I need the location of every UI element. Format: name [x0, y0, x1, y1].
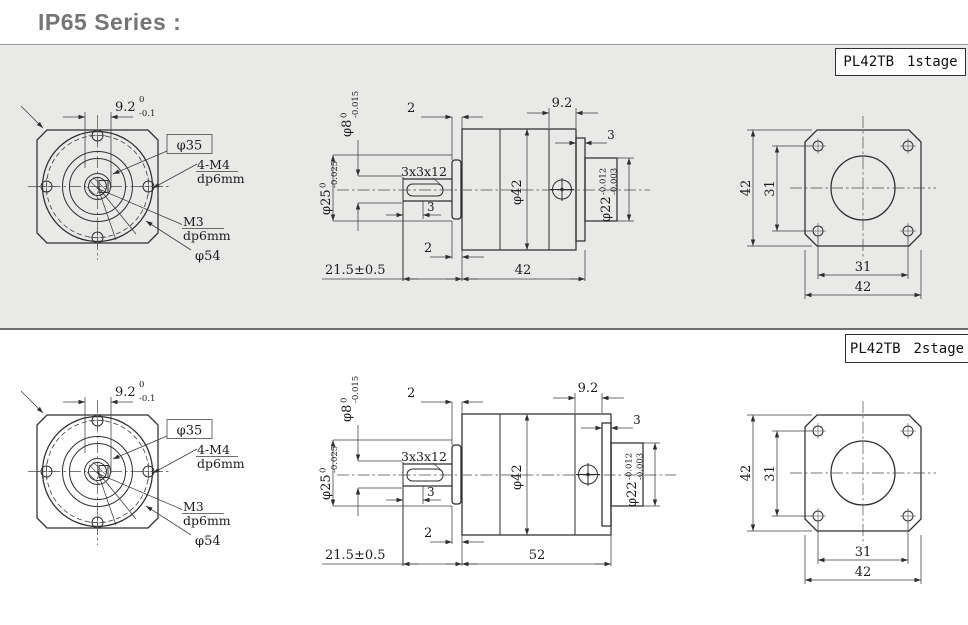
side-view-shaft-geometry — [333, 402, 484, 566]
dim-rear-bolt-horizontal: 31 — [855, 260, 872, 275]
stage1-model: PL42TB — [843, 54, 894, 70]
dim-rear-bolt-vertical: 31 — [763, 465, 778, 482]
dim-flange-offset: 9.2 — [115, 100, 136, 115]
side-view-body — [322, 108, 650, 282]
label-pilot-boxed: φ35 — [177, 139, 203, 154]
dim-flange-offset-sub: -0.1 — [139, 109, 155, 119]
svg-text:-0.003: -0.003 — [610, 168, 620, 195]
dim-shaft-diameter: φ8 0 -0.015 — [340, 91, 362, 137]
dim-front-gap: 2 — [407, 386, 415, 401]
dim-body-diameter: φ42 — [510, 179, 525, 205]
dim-outer-diameter: φ54 — [195, 534, 221, 549]
stage1-label: 1stage — [907, 54, 958, 70]
stage2-tag: PL42TB 2stage — [845, 334, 968, 363]
svg-text:0: 0 — [340, 113, 350, 118]
dim-body-diameter: φ42 — [510, 464, 525, 490]
svg-text:φ8: φ8 — [340, 405, 355, 422]
stage1-tag: PL42TB 1stage — [835, 48, 966, 76]
stage2-panel: PL42TB 2stage — [0, 330, 968, 612]
label-key-spec: 3x3x12 — [401, 449, 447, 464]
rear-view-geometry — [747, 401, 936, 584]
svg-text:φ22: φ22 — [625, 481, 640, 507]
dim-rear-length: 9.2 — [578, 381, 599, 396]
page-title: IP65 Series : — [38, 9, 182, 35]
svg-text:-0.015: -0.015 — [351, 91, 361, 118]
label-bolt-depth: dp6mm — [197, 171, 245, 186]
svg-text:-0.025: -0.025 — [330, 446, 340, 473]
svg-text:0: 0 — [319, 183, 329, 188]
svg-text:φ25: φ25 — [319, 189, 334, 215]
label-bolt-callout: 4-M4 — [197, 157, 230, 172]
label-key-spec: 3x3x12 — [401, 164, 447, 179]
dim-rear-bolt-horizontal: 31 — [855, 545, 872, 560]
dim-flange-offset-sup: 0 — [139, 380, 144, 390]
label-bolt-callout: 4-M4 — [197, 442, 230, 457]
label-bolt-depth: dp6mm — [197, 456, 245, 471]
dim-key: 3 — [427, 485, 435, 499]
dim-flange-offset-sub: -0.1 — [139, 394, 155, 404]
svg-text:-0.003: -0.003 — [636, 453, 646, 480]
stage2-drawing: 9.2 0 -0.1 φ35 4-M4 dp6mm M3 dp6mm φ54 φ… — [0, 376, 968, 612]
side-view-body — [322, 393, 676, 567]
stage1-panel: PL42TB 1stage — [0, 44, 968, 330]
svg-text:0: 0 — [340, 398, 350, 403]
stage2-label: 2stage — [913, 340, 965, 357]
dim-boss-diameter: φ25 0 -0.025 — [319, 161, 341, 215]
dim-pilot-diameter: φ22 -0.012 -0.003 — [625, 453, 646, 507]
dim-body-length: 52 — [529, 548, 546, 563]
dim-shaft-diameter: φ8 0 -0.015 — [340, 376, 362, 422]
dim-rear-length: 9.2 — [552, 96, 573, 111]
stage2-model: PL42TB — [849, 340, 901, 357]
svg-text:φ8: φ8 — [340, 120, 355, 137]
svg-text:φ25: φ25 — [319, 474, 334, 500]
stage1-drawing: 9.2 0 -0.1 φ35 4-M4 dp6mm M3 dp6mm φ54 φ… — [0, 91, 968, 328]
label-tap-callout: M3 — [183, 214, 204, 229]
dim-body-length: 42 — [515, 263, 532, 278]
dim-plate-thickness: 3 — [633, 413, 641, 427]
svg-text:-0.015: -0.015 — [351, 376, 361, 403]
dim-shaft-length: 21.5±0.5 — [325, 263, 386, 278]
svg-text:φ22: φ22 — [599, 196, 614, 222]
dim-pilot-diameter: φ22 -0.012 -0.003 — [599, 168, 620, 222]
svg-text:31: 31 — [763, 180, 778, 197]
svg-text:φ42: φ42 — [510, 179, 525, 205]
side-view-shaft-geometry — [333, 117, 484, 281]
dim-rear-outer-height: 42 — [739, 465, 754, 482]
dim-rear-bolt-vertical: 31 — [763, 180, 778, 197]
svg-text:0: 0 — [319, 468, 329, 473]
dim-boss-diameter: φ25 0 -0.025 — [319, 446, 341, 500]
dim-bottom-gap: 2 — [424, 241, 432, 256]
label-tap-depth: dp6mm — [183, 513, 231, 528]
dim-outer-diameter: φ54 — [195, 249, 221, 264]
svg-text:31: 31 — [763, 465, 778, 482]
svg-text:-0.012: -0.012 — [625, 453, 635, 480]
dim-rear-outer-height: 42 — [739, 180, 754, 197]
dim-flange-offset: 9.2 — [115, 385, 136, 400]
dim-bottom-gap: 2 — [424, 526, 432, 541]
label-tap-callout: M3 — [183, 499, 204, 514]
dim-plate-thickness: 3 — [607, 128, 615, 142]
label-pilot-boxed: φ35 — [177, 424, 203, 439]
dim-shaft-length: 21.5±0.5 — [325, 548, 386, 563]
rear-view-geometry — [747, 116, 936, 299]
dim-rear-outer-width: 42 — [855, 565, 872, 580]
dim-key: 3 — [427, 200, 435, 214]
svg-text:42: 42 — [739, 465, 754, 482]
dim-rear-outer-width: 42 — [855, 280, 872, 295]
svg-text:-0.012: -0.012 — [599, 168, 609, 195]
svg-text:-0.025: -0.025 — [330, 161, 340, 188]
svg-text:42: 42 — [739, 180, 754, 197]
svg-text:φ42: φ42 — [510, 464, 525, 490]
dim-flange-offset-sup: 0 — [139, 95, 144, 105]
label-tap-depth: dp6mm — [183, 228, 231, 243]
dim-front-gap: 2 — [407, 101, 415, 116]
